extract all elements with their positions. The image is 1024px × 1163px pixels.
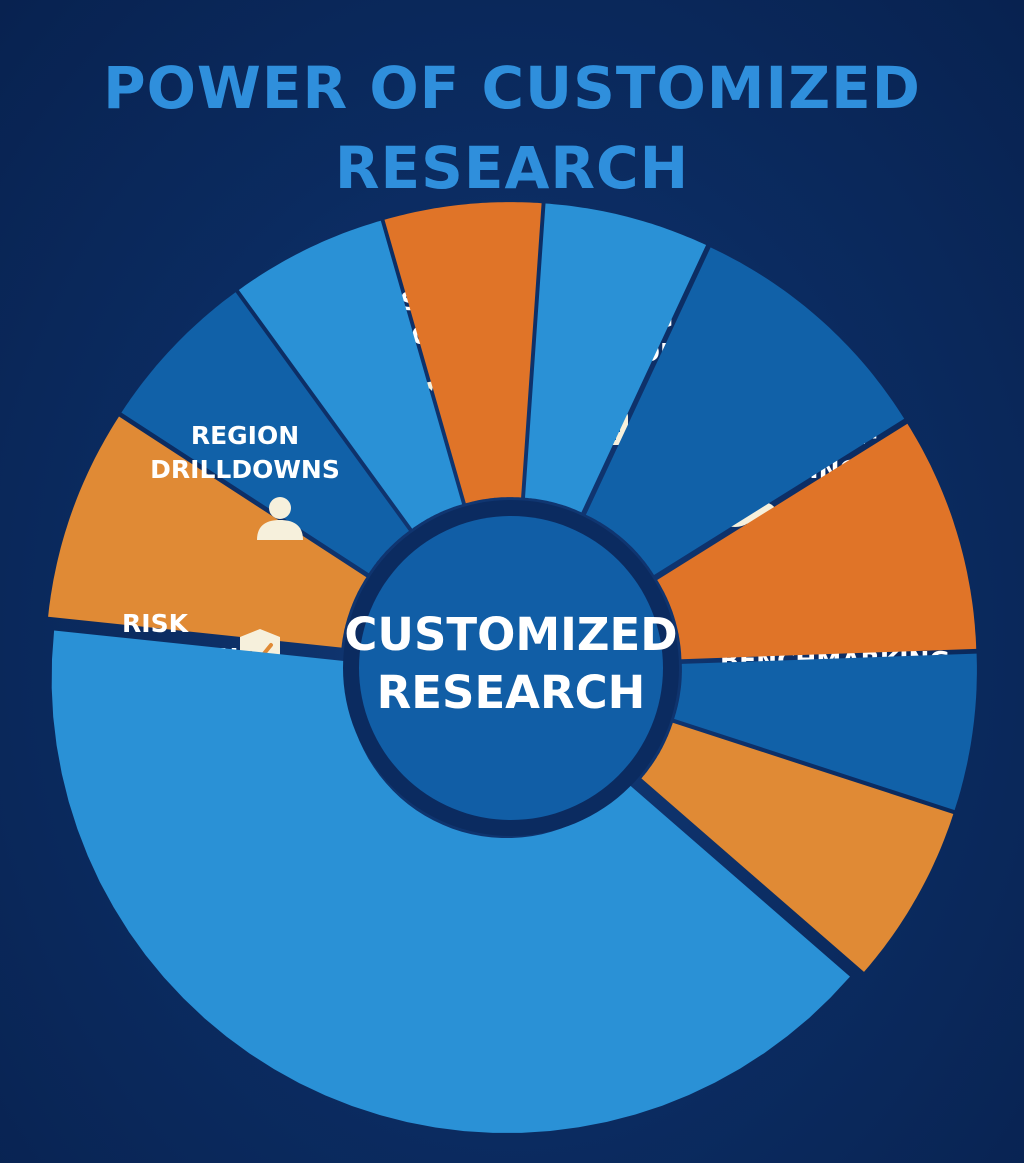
segment-wedge bbox=[384, 202, 542, 504]
segment-wedge bbox=[48, 416, 367, 648]
segment-label-line: RISK bbox=[122, 609, 190, 638]
segment-label-line: DRILLDOWNS bbox=[150, 455, 340, 484]
segment-wedge bbox=[585, 247, 905, 575]
center-label-line: CUSTOMIZED bbox=[344, 608, 677, 661]
person-icon bbox=[257, 497, 303, 540]
segment-region-drilldowns: REGION DRILLDOWNS bbox=[51, 421, 850, 1133]
segment-wedge bbox=[641, 722, 954, 972]
segment-wedge bbox=[525, 203, 707, 513]
segment-wedge bbox=[51, 630, 850, 1133]
segment-wedge bbox=[674, 653, 977, 811]
segment-wedge bbox=[657, 423, 977, 660]
page-title: POWER OF CUSTOMIZED RESEARCH bbox=[103, 54, 921, 202]
segment-label-line: REGION bbox=[191, 421, 299, 450]
center-circle bbox=[359, 516, 663, 820]
segment-wedge bbox=[121, 292, 409, 574]
center-label-line: RESEARCH bbox=[377, 666, 646, 719]
segment-wedge bbox=[238, 220, 463, 529]
